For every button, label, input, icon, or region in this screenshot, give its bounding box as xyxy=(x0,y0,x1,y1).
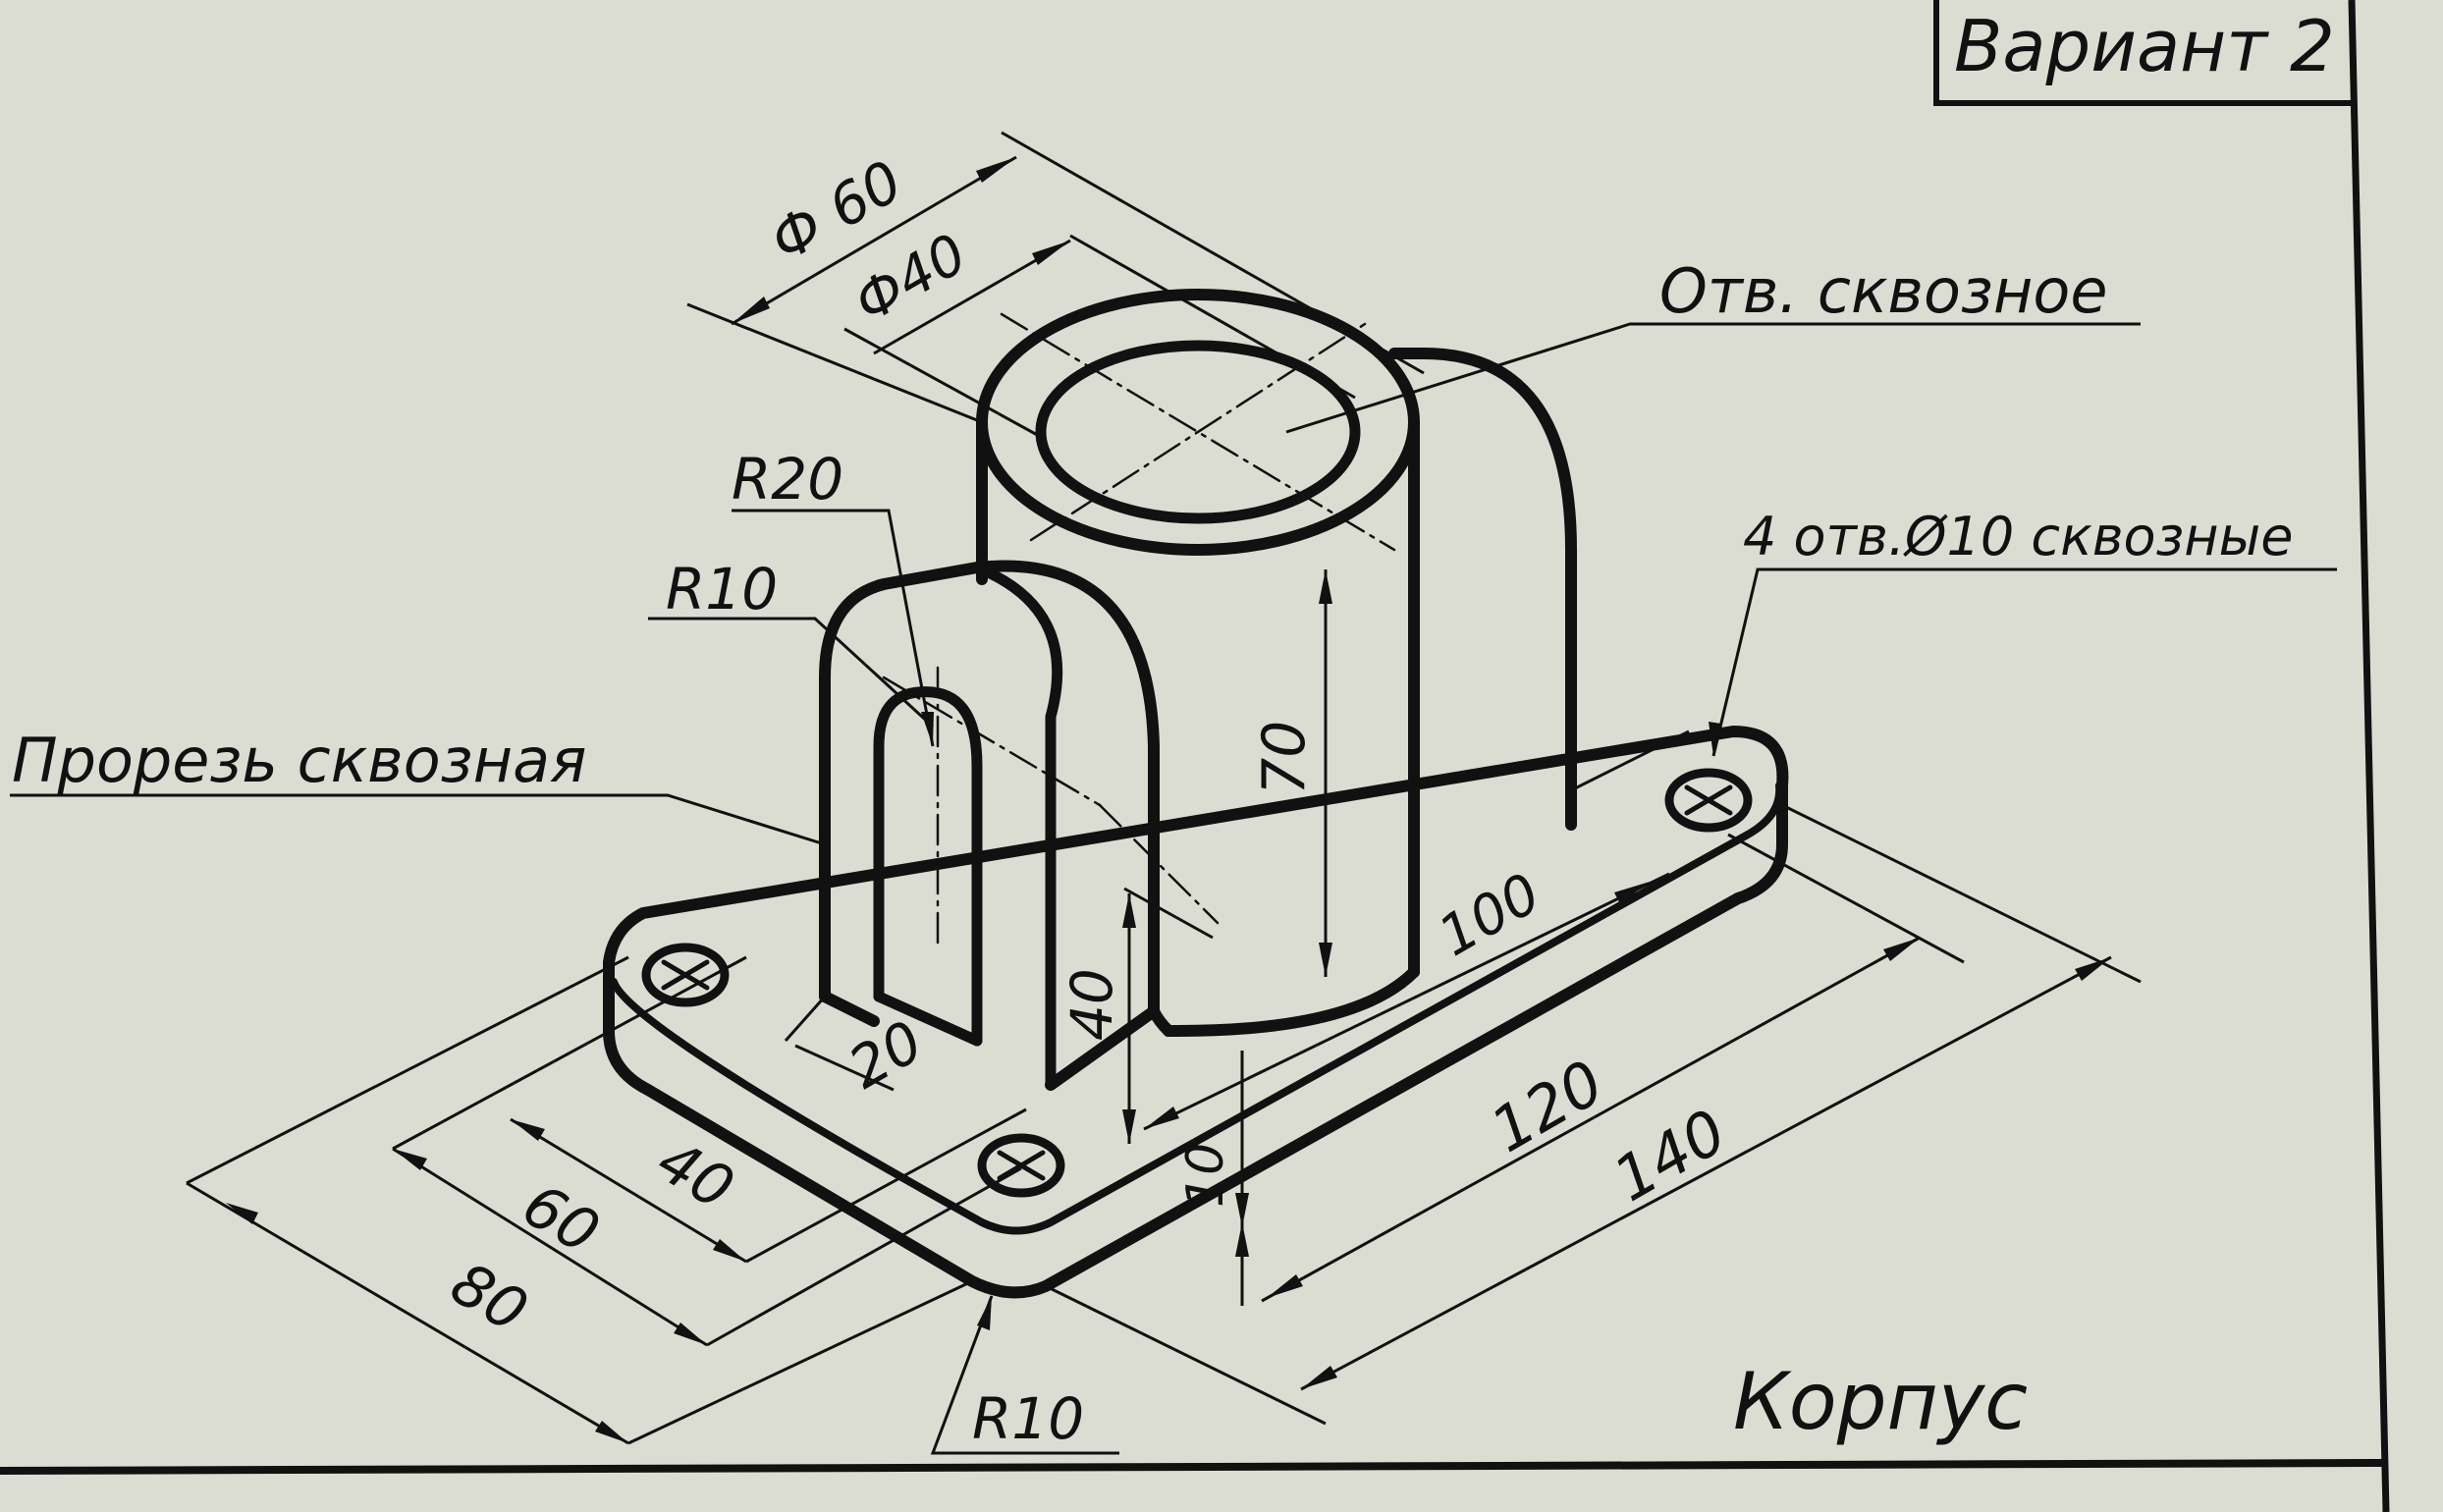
label-r10-bottom: R10 xyxy=(972,1385,1084,1452)
dim-r10-top-leader xyxy=(648,617,935,729)
through-hole-edge xyxy=(1035,340,1361,524)
through-hole-leader xyxy=(1285,322,2141,434)
dim-w80-line xyxy=(186,955,973,1445)
variant-box: Вариант 2 xyxy=(1933,0,2352,106)
label-r20: R20 xyxy=(732,446,843,513)
dim-h70-line xyxy=(1319,569,1332,977)
cylinder-back-housing xyxy=(1388,348,1577,831)
label-h40: 40 xyxy=(1059,968,1125,1041)
cylinder-body xyxy=(976,416,1420,1037)
note-through-hole: Отв. сквозное xyxy=(1659,255,2107,327)
slot-centerline xyxy=(882,666,1220,945)
label-h10: 10 xyxy=(1176,1143,1235,1208)
part-name: Корпус xyxy=(1733,1356,2028,1447)
dimension-lines xyxy=(10,131,2337,1455)
label-h70: 70 xyxy=(1250,721,1319,795)
dim-w40-line xyxy=(510,1107,1027,1264)
sheet-frame xyxy=(0,0,2390,1512)
mount-hole-front xyxy=(977,1133,1065,1198)
label-r10-top: R10 xyxy=(666,556,778,622)
dim-l120-line xyxy=(1261,833,1965,1303)
base-plate xyxy=(603,726,1789,1299)
slot-note-leader xyxy=(10,793,826,846)
dim-r10-bottom-leader xyxy=(930,1295,1119,1455)
mount-holes-leader xyxy=(1709,567,2337,757)
dim-d40-line xyxy=(843,234,1356,439)
note-mount-holes: 4 отв.Ø10 сквозные xyxy=(1743,506,2293,567)
dim-h10-line xyxy=(1235,1051,1249,1306)
through-slot xyxy=(873,686,983,1047)
dim-d60-line xyxy=(686,131,1425,424)
lug xyxy=(819,560,1160,1091)
centerlines-top xyxy=(1000,312,1396,552)
dim-w20-line xyxy=(784,996,895,1092)
note-through-slot: Прорезь сквозная xyxy=(12,725,586,796)
dim-w60-line xyxy=(392,955,1022,1347)
notes: Отв. сквозное 4 отв.Ø10 сквозные Прорезь… xyxy=(12,255,2293,796)
dim-l100-line xyxy=(1143,729,1690,1131)
dim-l140-line xyxy=(1045,803,2142,1426)
mount-hole-right xyxy=(1664,768,1753,833)
variant-label: Вариант 2 xyxy=(1954,5,2335,87)
dim-h40-line xyxy=(1122,887,1214,1144)
